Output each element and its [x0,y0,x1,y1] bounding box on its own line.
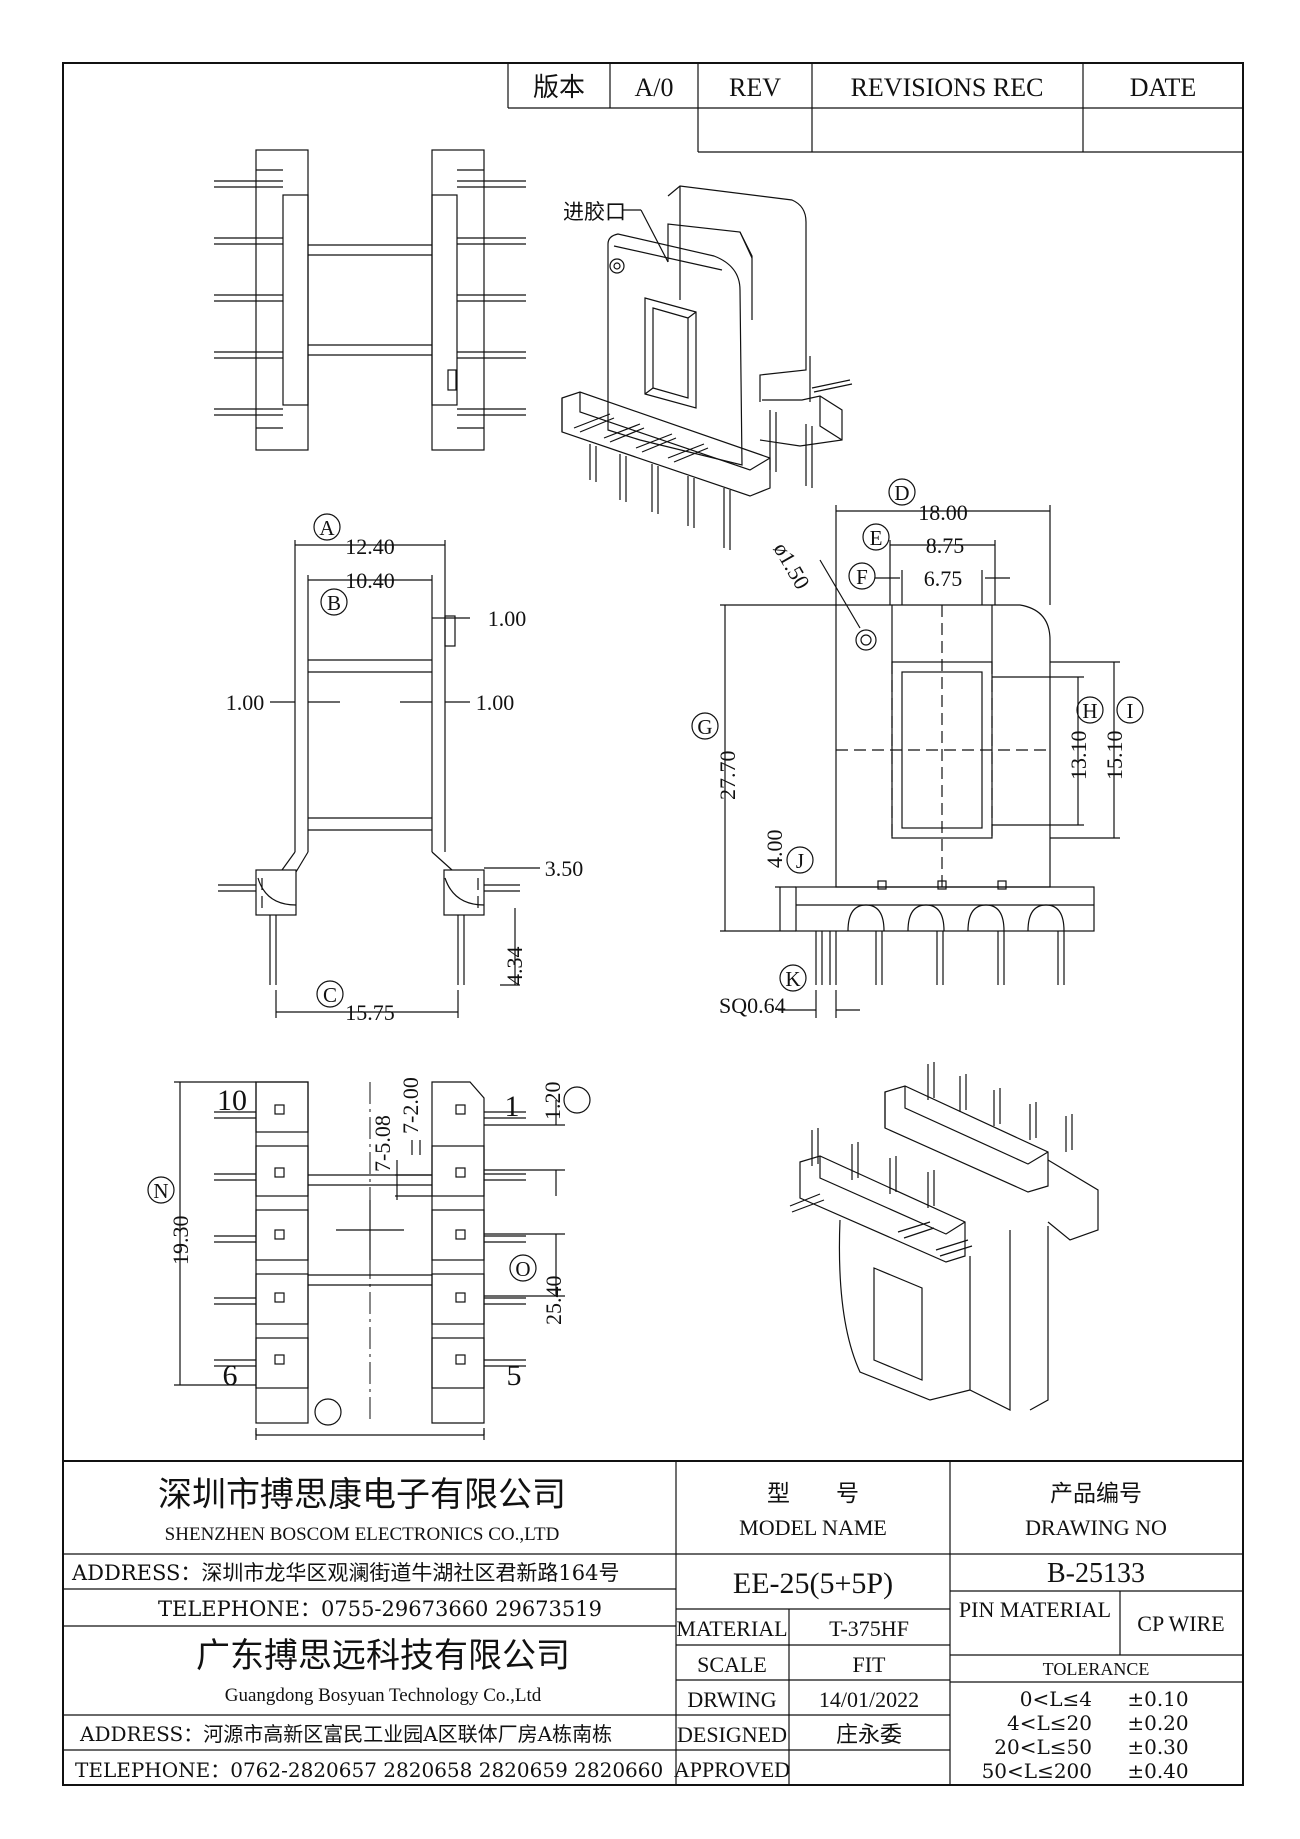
dim-c-value: 15.75 [345,1000,395,1025]
dim-tag-h: H [1082,699,1097,723]
date-label: DATE [1130,73,1196,102]
material-value: T-375HF [829,1616,909,1641]
model-value: EE-25(5+5P) [733,1567,893,1600]
dim-7-2-00: 7-5.08 [370,1115,395,1172]
scale-value: FIT [853,1652,887,1677]
dim-j-value: 4.00 [762,830,787,869]
drawing-border [62,62,1244,1786]
view-bottom-plan: 10 1 6 5 1.20 7-2.00 7-5.08 O 25.40 N 19… [147,1077,591,1440]
dim-flange-thk: 1.00 [488,606,527,631]
view-isometric-front [561,185,853,550]
pin-label-5: 5 [507,1359,522,1392]
pin-material-label: PIN MATERIAL [958,1597,1112,1622]
dim-tag-e: E [870,526,883,550]
dim-1-20: 7-2.00 [398,1077,423,1134]
company2-name-cn: 广东搏思远科技有限公司 [196,1636,570,1676]
dim-d-value: 18.00 [918,500,968,525]
company1-address: ADDRESS：深圳市龙华区观澜街道牛湖社区君新路164号 [71,1561,619,1585]
approved-label: APPROVED [674,1757,790,1782]
tolerance-value: ±0.40 [1127,1759,1188,1783]
dim-tag-c: C [323,983,337,1007]
scale-label: SCALE [697,1652,767,1677]
dim-g-value: 27.70 [715,751,740,801]
version-label: 版本 [533,73,585,103]
dim-4-34: 4.34 [502,947,527,986]
dim-hole-dia: ø1.50 [769,538,815,593]
dim-l-value: 1.20 [540,1082,565,1121]
dim-tag-d: D [894,481,909,505]
dim-tag-i: I [1127,699,1134,723]
gate-label: 进胶口 [563,200,626,224]
dim-f-value: 6.75 [924,566,963,591]
dim-3-50: 3.50 [545,856,584,881]
dim-tag-k: K [785,967,800,991]
pin-material-value: CP WIRE [1137,1611,1224,1636]
company1-name-en: SHENZHEN BOSCOM ELECTRONICS CO.,LTD [165,1524,560,1545]
drawing-label-en: DRAWING NO [1025,1515,1167,1540]
revision-block: 版本 A/0 REV REVISIONS REC DATE [507,63,1243,153]
company2-telephone: TELEPHONE：0762-2820657 2820658 2820659 2… [75,1758,663,1782]
dim-tag-m: O [515,1257,530,1281]
dim-tag-a: A [319,516,335,540]
revisions-label: REVISIONS REC [851,73,1044,102]
tolerance-value: ±0.30 [1127,1735,1188,1759]
drwing-value: 14/01/2022 [819,1687,919,1712]
company1-telephone: TELEPHONE：0755-29673660 29673519 [158,1597,602,1621]
dim-e-value: 8.75 [926,533,965,558]
designed-value: 庄永委 [836,1723,902,1748]
dim-tag-g: G [697,715,712,739]
drwing-label: DRWING [687,1687,776,1712]
pin-label-10: 10 [217,1084,247,1117]
dim-i-value: 15.10 [1102,731,1127,781]
dim-h-value: 13.10 [1066,731,1091,781]
dim-b-value: 10.40 [345,568,395,593]
dim-tag-j: J [796,849,804,873]
dim-wall-left: 1.00 [226,690,265,715]
pin-label-1: 1 [505,1090,520,1123]
dim-m-value: 25.40 [541,1276,566,1326]
pin-material-label-box: PIN MATERIAL [958,1597,1112,1622]
tolerance-table: 0<L≤4 ±0.10 4<L≤20 ±0.20 20<L≤50 ±0.30 5… [982,1687,1189,1783]
tolerance-label: TOLERANCE [1043,1659,1150,1679]
version-value: A/0 [635,73,674,102]
company2-name-en: Guangdong Bosyuan Technology Co.,Ltd [225,1685,542,1706]
dim-o-value: 19.30 [168,1216,193,1266]
title-block: 深圳市搏思康电子有限公司 SHENZHEN BOSCOM ELECTRONICS… [63,1460,1243,1785]
tolerance-range: 4<L≤20 [1007,1711,1092,1735]
tolerance-range: 50<L≤200 [982,1759,1092,1783]
pin-label-6: 6 [223,1359,238,1392]
drawing-label-cn: 产品编号 [1050,1481,1142,1507]
dim-wall-right: 1.00 [476,690,515,715]
tolerance-value: ±0.20 [1127,1711,1188,1735]
view-side-elevation: A 12.40 B 10.40 1.00 1.00 1.00 3.50 4.34… [218,513,584,1025]
rev-label: REV [729,73,781,102]
company1-name-cn: 深圳市搏思康电子有限公司 [158,1475,566,1515]
dim-tag-b: B [327,591,341,615]
dim-k-value: SQ0.64 [719,993,786,1018]
tolerance-range: 20<L≤50 [994,1735,1092,1759]
tolerance-value: ±0.10 [1127,1687,1188,1711]
drawing-value: B-25133 [1047,1558,1145,1589]
dim-tag-o: N [153,1179,168,1203]
material-label: MATERIAL [676,1616,787,1641]
view-top-plan [214,149,526,451]
designed-label: DESIGNED [677,1722,787,1747]
view-front-elevation: D 18.00 E 8.75 F 6.75 ø1.50 G 27.70 H 13… [691,478,1144,1018]
dim-a-value: 12.40 [345,534,395,559]
tolerance-range: 0<L≤4 [1020,1687,1092,1711]
model-label-cn: 型 号 [767,1481,859,1507]
model-label-en: MODEL NAME [739,1515,887,1540]
company2-address: ADDRESS：河源市高新区富民工业园A区联体厂房A栋南栋 [79,1722,612,1746]
dim-tag-f: F [856,565,868,589]
view-isometric-back [789,1062,1099,1411]
